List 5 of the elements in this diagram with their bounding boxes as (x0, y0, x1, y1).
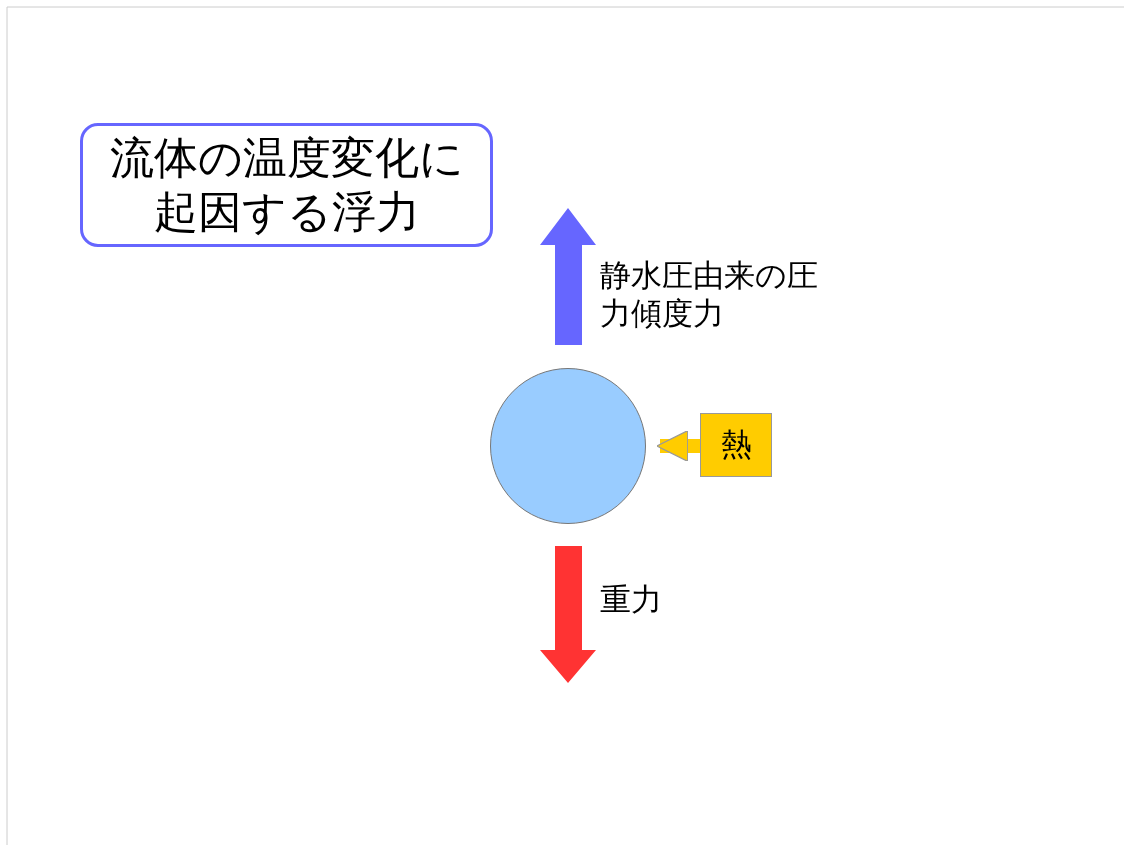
force-label: 重力 (600, 580, 663, 618)
arrow (656, 430, 700, 462)
title-box: 流体の温度変化に起因する浮力 (80, 123, 493, 247)
force-label: 静水圧由来の圧力傾度力 (600, 256, 819, 332)
heat-box: 熱 (700, 413, 772, 477)
